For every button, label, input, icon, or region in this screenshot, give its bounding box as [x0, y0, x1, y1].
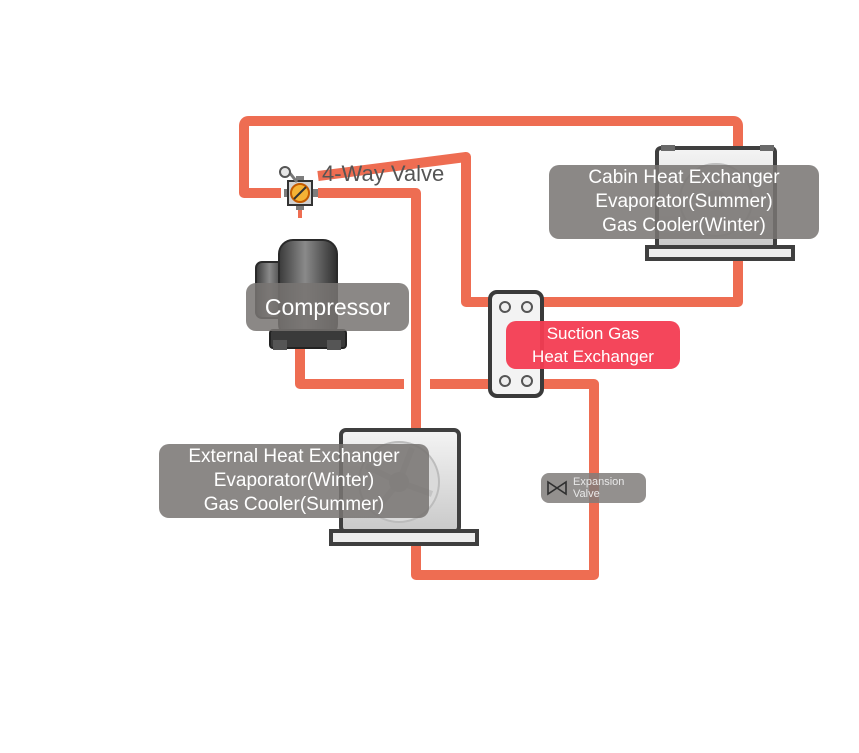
external-label-line-3: Gas Cooler(Summer): [203, 494, 385, 515]
pipe-external-to-expansion: [411, 379, 599, 580]
cabin-label-line-3: Gas Cooler(Winter): [602, 215, 766, 236]
expansion-valve-icon: [547, 480, 567, 496]
pipe-valve-to-external: [318, 188, 421, 440]
pipe-cabin-to-shx: [529, 260, 743, 307]
expansion-label-line-2: Valve: [573, 488, 600, 500]
cabin-heat-exchanger-label: Cabin Heat Exchanger Evaporator(Summer) …: [549, 165, 819, 239]
pipe-top-loop: [239, 116, 743, 198]
compressor-label: Compressor: [246, 283, 409, 331]
external-label-line-1: External Heat Exchanger: [188, 446, 400, 467]
external-heat-exchanger-label: External Heat Exchanger Evaporator(Winte…: [159, 444, 429, 518]
expansion-valve-label: Expansion Valve: [541, 473, 646, 503]
expansion-label-line-1: Expansion: [573, 476, 625, 488]
cabin-label-line-2: Evaporator(Summer): [595, 191, 773, 212]
suction-label-line-2: Heat Exchanger: [532, 347, 654, 366]
four-way-valve-label: 4-Way Valve: [322, 161, 445, 186]
refrigerant-pipes: [239, 116, 743, 580]
four-way-valve-icon: [279, 166, 318, 218]
pipe-compressor-to-shx-left: [295, 345, 404, 389]
cabin-label-line-1: Cabin Heat Exchanger: [588, 167, 780, 188]
suction-label-line-1: Suction Gas: [546, 324, 640, 343]
pipe-valve-to-shx: [317, 152, 494, 307]
expansion-valve-text: Expansion Valve: [573, 476, 624, 500]
external-label-line-2: Evaporator(Winter): [213, 470, 375, 491]
suction-gas-heat-exchanger-label: Suction Gas Heat Exchanger: [506, 321, 680, 369]
